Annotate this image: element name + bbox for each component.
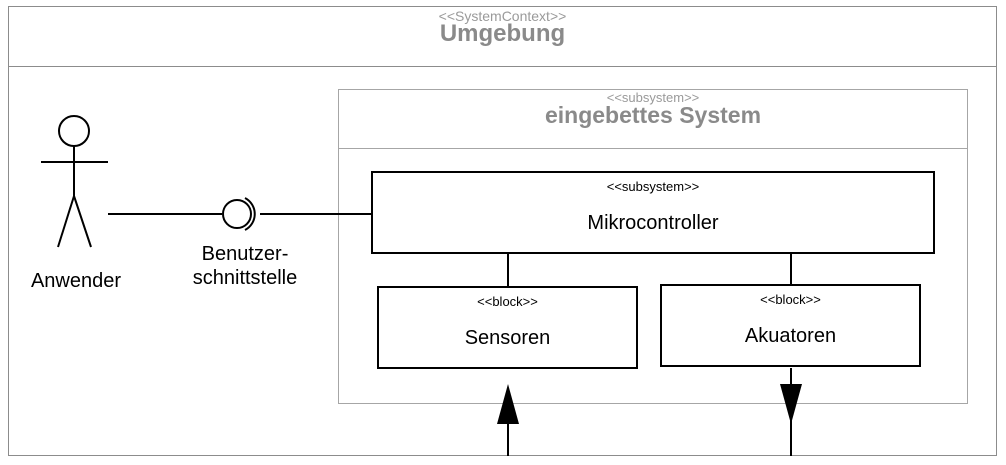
microcontroller-stereotype: <<subsystem>> [606,179,700,194]
actor-label: Anwender [30,270,122,292]
sensors-label: Sensoren [464,327,551,349]
microcontroller-block [371,171,935,254]
interface-label-line2: schnittstelle [192,267,298,289]
sensors-stereotype: <<block>> [477,294,538,309]
actuator-output-arrowhead-icon [780,384,802,424]
actor-stick-figure-icon [41,115,108,248]
system-context-title: Umgebung [439,20,566,47]
actuators-block [660,284,921,367]
system-context-stereotype: <<SystemContext>> [438,8,567,24]
interface-label-line1: Benutzer- [201,243,289,265]
embedded-system-frame [338,89,968,404]
embedded-system-title: eingebettes System [544,102,762,128]
microcontroller-label: Mikrocontroller [587,212,719,234]
actuators-label: Akuatoren [744,325,837,347]
embedded-system-header-divider [338,148,968,149]
sensors-block [377,286,638,369]
sensor-input-arrowhead-icon [497,384,519,424]
system-context-frame [8,6,997,456]
embedded-system-stereotype: <<subsystem>> [606,90,700,105]
user-interface-icon [222,197,256,231]
system-context-header-divider [8,66,997,67]
actuators-stereotype: <<block>> [760,292,821,307]
